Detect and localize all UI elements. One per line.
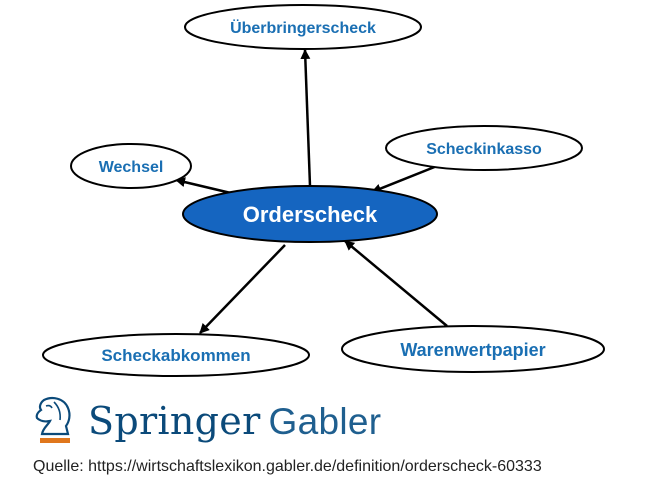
node-right: Scheckinkasso <box>385 125 583 171</box>
node-bottom-right-label: Warenwertpapier <box>400 340 545 360</box>
concept-diagram: Überbringerscheck Wechsel Scheckinkasso … <box>42 4 605 377</box>
logo-brand-springer: Springer <box>88 399 261 443</box>
edge-center-to-bottom-left <box>199 244 286 334</box>
node-right-label: Scheckinkasso <box>426 141 542 158</box>
node-top: Überbringerscheck <box>184 4 422 50</box>
edge-bottom-right-to-center <box>344 240 448 327</box>
logo-brand-gabler: Gabler <box>268 401 382 442</box>
node-left-label: Wechsel <box>99 159 164 176</box>
edge-center-to-top <box>300 49 312 187</box>
node-bottom-left: Scheckabkommen <box>42 333 310 377</box>
edge-right-to-center <box>371 164 438 194</box>
node-left: Wechsel <box>70 143 192 189</box>
node-bottom-right: Warenwertpapier <box>341 325 605 373</box>
source-citation: Quelle: https://wirtschaftslexikon.gable… <box>33 458 542 475</box>
node-top-label: Überbringerscheck <box>230 18 376 37</box>
node-bottom-left-label: Scheckabkommen <box>101 346 250 365</box>
chess-knight-icon <box>35 397 71 443</box>
node-center-label: Orderscheck <box>243 202 378 227</box>
node-center: Orderscheck <box>182 185 438 243</box>
edge-center-to-left <box>175 177 236 196</box>
